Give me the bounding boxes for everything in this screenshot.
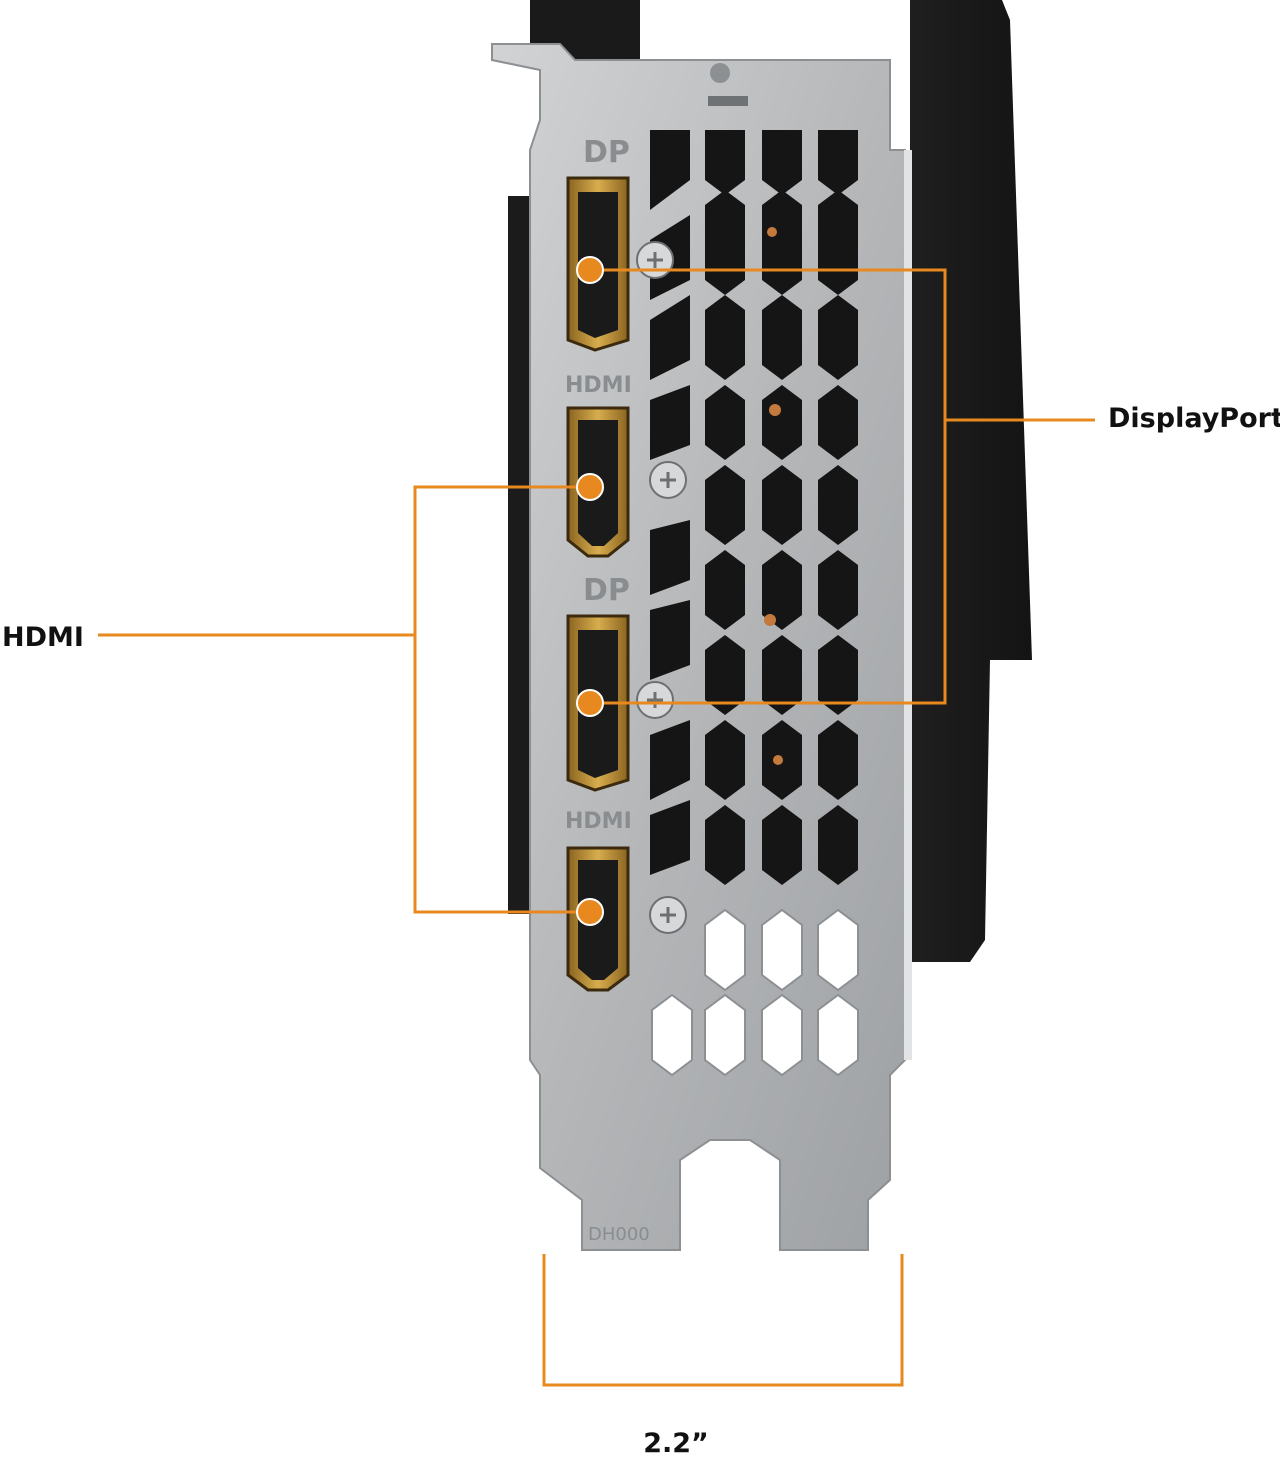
marking-dp-top: DP [583, 135, 630, 170]
width-dimension-line [542, 1254, 904, 1387]
bracket-width-label: 2.2” [643, 1428, 709, 1459]
callout-dots [576, 256, 604, 926]
marking-hdmi-upper: HDMI [565, 373, 632, 398]
hdmi-callout-label: HDMI [2, 622, 84, 653]
marking-part-code: DH000 [588, 1224, 650, 1245]
displayport-callout-line [590, 268, 947, 705]
callout-lines [98, 268, 1095, 1387]
marking-hdmi-lower: HDMI [565, 809, 632, 834]
marking-dp-lower: DP [583, 573, 630, 608]
hdmi-callout-line [413, 485, 590, 914]
screw-cross-icons [647, 252, 676, 923]
heatpipe-glimpses [764, 227, 783, 765]
displayport-callout-label: DisplayPort [1108, 403, 1280, 434]
vent-holes-open [651, 908, 859, 1077]
